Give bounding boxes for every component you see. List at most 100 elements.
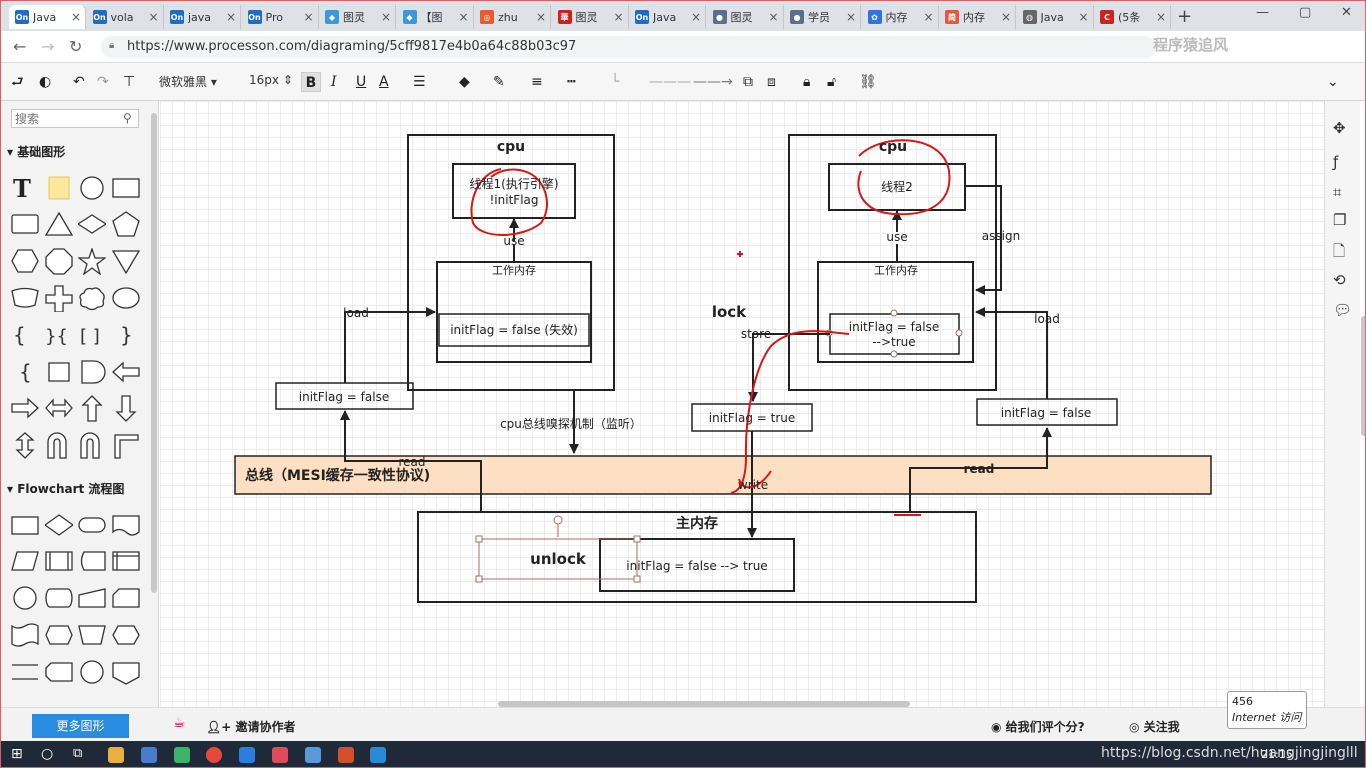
diagram-canvas[interactable]: cpu 线程1(执行引擎) !initFlag use 工作内存 initFla…: [160, 101, 1324, 707]
rate-us-button[interactable]: ◉ 给我们评个分?: [991, 720, 1085, 734]
tab-11[interactable]: ✿内存×: [862, 5, 939, 29]
tab-close-icon[interactable]: ×: [148, 10, 159, 24]
line-color-icon[interactable]: ✎: [493, 74, 505, 90]
flowchart-shape-19[interactable]: [111, 658, 141, 686]
tab-close-icon[interactable]: ×: [225, 10, 236, 24]
tab-close-icon[interactable]: ×: [690, 10, 701, 24]
fill-color-icon[interactable]: ◆: [459, 74, 470, 90]
section-basic-shapes[interactable]: ▾ 基础图形: [7, 145, 66, 159]
left-working-memory-box[interactable]: [436, 261, 592, 363]
flowchart-shape-13[interactable]: [44, 621, 74, 649]
underline-button[interactable]: U: [356, 74, 367, 90]
flowchart-shape-0[interactable]: [10, 511, 40, 539]
flowchart-shape-18[interactable]: [77, 658, 107, 686]
flowchart-shape-2[interactable]: [77, 511, 107, 539]
flowchart-shape-17[interactable]: [44, 658, 74, 686]
line-width-icon[interactable]: ≡: [531, 74, 543, 90]
shape-search-input[interactable]: [11, 109, 139, 128]
basic-shape-14[interactable]: [77, 284, 107, 312]
flowchart-shape-8[interactable]: [10, 585, 40, 613]
basic-shape-9[interactable]: [44, 248, 74, 276]
flowchart-shape-6[interactable]: [77, 548, 107, 576]
tab-5[interactable]: ◆【图×: [397, 5, 474, 29]
app3-icon[interactable]: [272, 747, 288, 763]
unlock-shape-icon[interactable]: 🔓︎: [827, 74, 837, 90]
format-painter-icon[interactable]: ⊤: [123, 74, 136, 90]
style-icon[interactable]: ◐: [39, 74, 52, 90]
close-window-icon[interactable]: ✕: [1341, 5, 1352, 20]
tab-close-icon[interactable]: ×: [845, 10, 856, 24]
maximize-icon[interactable]: ▢: [1299, 5, 1312, 20]
basic-shape-13[interactable]: [44, 284, 74, 312]
flowchart-shape-12[interactable]: [10, 621, 40, 649]
basic-shape-21[interactable]: [44, 358, 74, 386]
basic-shape-10[interactable]: [77, 248, 107, 276]
main-initflag-box[interactable]: [599, 538, 795, 592]
basic-shape-16[interactable]: {: [10, 321, 40, 349]
basic-shape-25[interactable]: [44, 395, 74, 423]
forward-icon[interactable]: →: [41, 37, 55, 56]
bring-front-icon[interactable]: ⧉: [743, 74, 753, 90]
basic-shape-27[interactable]: [111, 395, 141, 423]
chrome-icon[interactable]: [206, 747, 222, 763]
basic-shape-20[interactable]: {: [10, 358, 40, 386]
tab-close-icon[interactable]: ×: [70, 10, 81, 24]
more-shapes-button[interactable]: 更多图形: [32, 714, 129, 738]
flowchart-shape-11[interactable]: [111, 585, 141, 613]
basic-shape-18[interactable]: [ ]: [77, 321, 107, 349]
tab-close-icon[interactable]: ×: [923, 10, 934, 24]
tab-close-icon[interactable]: ×: [613, 10, 624, 24]
tab-14[interactable]: C(5条×: [1094, 5, 1171, 29]
back-icon[interactable]: ←: [13, 37, 27, 56]
lock-icon[interactable]: 🔒︎: [109, 40, 115, 51]
flowchart-shape-16[interactable]: [10, 658, 40, 686]
left-initflag-box[interactable]: [438, 313, 590, 347]
basic-shape-31[interactable]: [111, 432, 141, 460]
align-icon[interactable]: ☰: [413, 74, 426, 90]
search-icon[interactable]: ⚲: [123, 111, 132, 125]
connection-points[interactable]: [825, 309, 963, 358]
basic-shape-30[interactable]: [77, 432, 107, 460]
basic-shape-1[interactable]: [44, 174, 74, 202]
flowchart-shape-3[interactable]: [111, 511, 141, 539]
tab-6[interactable]: ◎zhu×: [474, 5, 551, 29]
unlock-selection-box[interactable]: [478, 538, 638, 580]
right-cpu-box[interactable]: [788, 134, 997, 391]
basic-shape-12[interactable]: [10, 284, 40, 312]
main-memory-box[interactable]: [417, 511, 977, 603]
windows-start-icon[interactable]: ⊞: [11, 746, 23, 762]
left-cpu-box[interactable]: [407, 134, 615, 391]
document-icon[interactable]: 🗋︎: [1333, 242, 1346, 260]
powerpoint-icon[interactable]: [338, 747, 354, 763]
tab-close-icon[interactable]: ×: [1000, 10, 1011, 24]
right-read-arrow[interactable]: [909, 427, 1052, 512]
comment-icon[interactable]: 💬︎: [1333, 301, 1353, 319]
tab-close-icon[interactable]: ×: [768, 10, 779, 24]
basic-shape-28[interactable]: [10, 432, 40, 460]
basic-shape-5[interactable]: [44, 211, 74, 239]
app4-icon[interactable]: [305, 747, 321, 763]
diagram-svg[interactable]: cpu 线程1(执行引擎) !initFlag use 工作内存 initFla…: [160, 101, 1324, 707]
font-size-select[interactable]: 16px ⇕: [249, 73, 293, 87]
basic-shape-4[interactable]: [10, 211, 40, 239]
bus-bar[interactable]: [234, 455, 1212, 495]
basic-shape-17[interactable]: }{: [44, 321, 74, 349]
font-family-select[interactable]: 微软雅黑 ▾: [159, 75, 217, 89]
processon-icon[interactable]: [370, 747, 386, 763]
page-settings-icon[interactable]: ⌗: [1333, 183, 1342, 201]
tab-13[interactable]: ◍Java×: [1017, 5, 1094, 29]
send-back-icon[interactable]: ⧈: [767, 74, 776, 90]
basic-shape-6[interactable]: [77, 211, 107, 239]
tab-7[interactable]: 華图灵×: [552, 5, 629, 29]
arrow-end-icon[interactable]: ——→: [693, 74, 733, 90]
back-arrow-icon[interactable]: ⮐: [11, 74, 24, 90]
invite-collaborator-button[interactable]: 👤︎+ 邀请协作者: [206, 720, 296, 734]
basic-shape-8[interactable]: [10, 248, 40, 276]
basic-shape-19[interactable]: }: [111, 321, 141, 349]
basic-shape-24[interactable]: [10, 395, 40, 423]
ide-icon[interactable]: [141, 747, 157, 763]
tab-close-icon[interactable]: ×: [1155, 10, 1166, 24]
left-load-arrow[interactable]: [344, 307, 436, 383]
